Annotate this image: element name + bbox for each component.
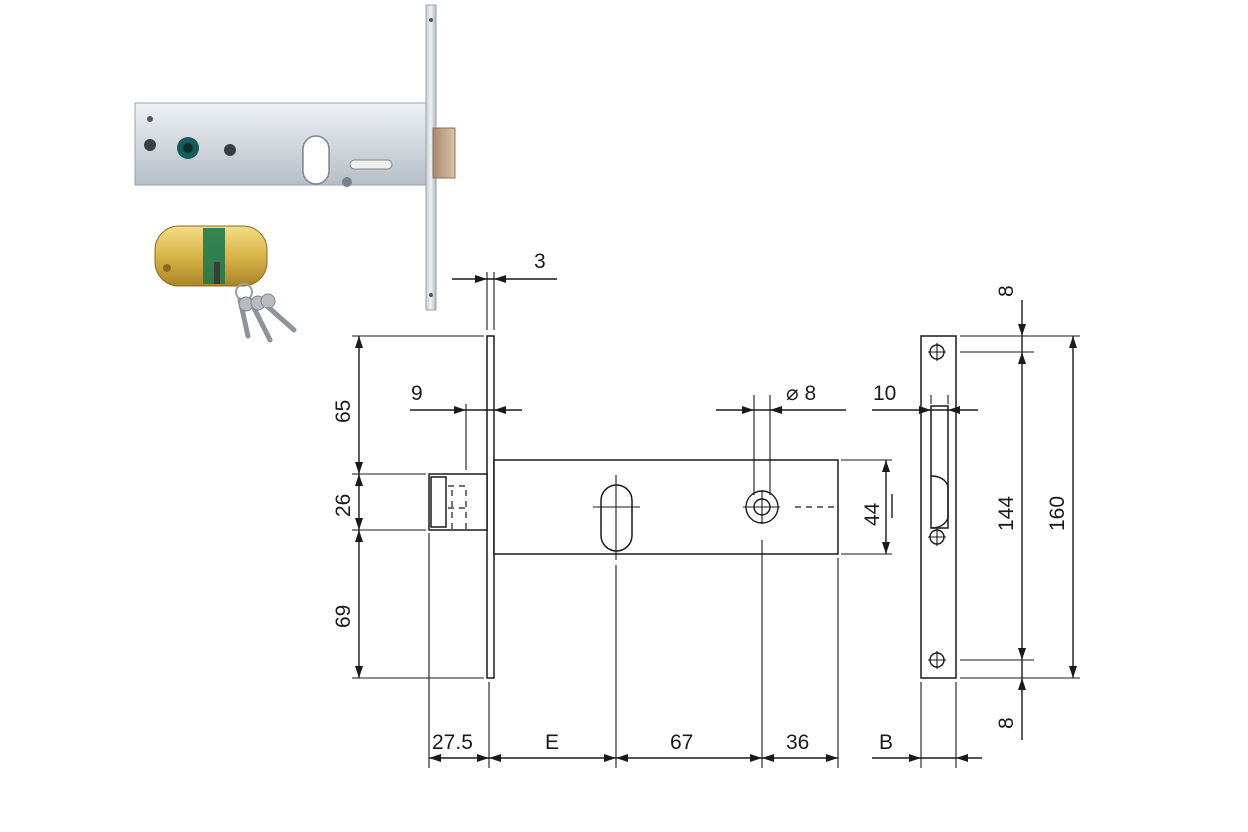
dimension-lines (352, 272, 1080, 768)
spindle-hole (743, 490, 835, 524)
cylinder-slot (593, 475, 640, 560)
dim-body-height: 44 (861, 502, 884, 526)
strike-plate-view (920, 335, 957, 679)
dim-strike-width: 10 (873, 382, 896, 405)
dimension-labels: 3 9 65 26 69 44 ⌀ 8 10 8 144 160 8 27.5 … (332, 250, 1069, 754)
euro-cylinder (154, 225, 268, 287)
dim-upper-height: 65 (332, 400, 355, 423)
dim-latch-height: 26 (332, 494, 355, 517)
dim-strike-length: 160 (1046, 496, 1069, 531)
dim-strike-depth: B (879, 731, 893, 754)
lock-side-view (428, 335, 839, 679)
strike-screw-bottom (928, 651, 946, 669)
dim-hole-diameter: ⌀ 8 (786, 382, 816, 405)
dim-plate-thickness: 3 (534, 250, 546, 273)
dim-strike-hole-spacing: 144 (995, 496, 1018, 531)
dim-latch-projection: 9 (411, 382, 423, 405)
dim-backset: E (545, 731, 559, 754)
mortise-lock-body (134, 4, 456, 311)
dim-center-distance: 67 (670, 731, 693, 754)
keys (235, 283, 297, 343)
dim-lower-height: 69 (332, 605, 355, 628)
dim-latch-depth: 27.5 (432, 731, 473, 754)
dim-strike-top-offset: 8 (995, 285, 1018, 297)
strike-screw-top (928, 343, 946, 361)
dim-strike-bottom-offset: 8 (995, 717, 1018, 729)
dim-rear-depth: 36 (786, 731, 809, 754)
strike-screw-middle (928, 528, 946, 546)
product-photo (134, 4, 456, 343)
